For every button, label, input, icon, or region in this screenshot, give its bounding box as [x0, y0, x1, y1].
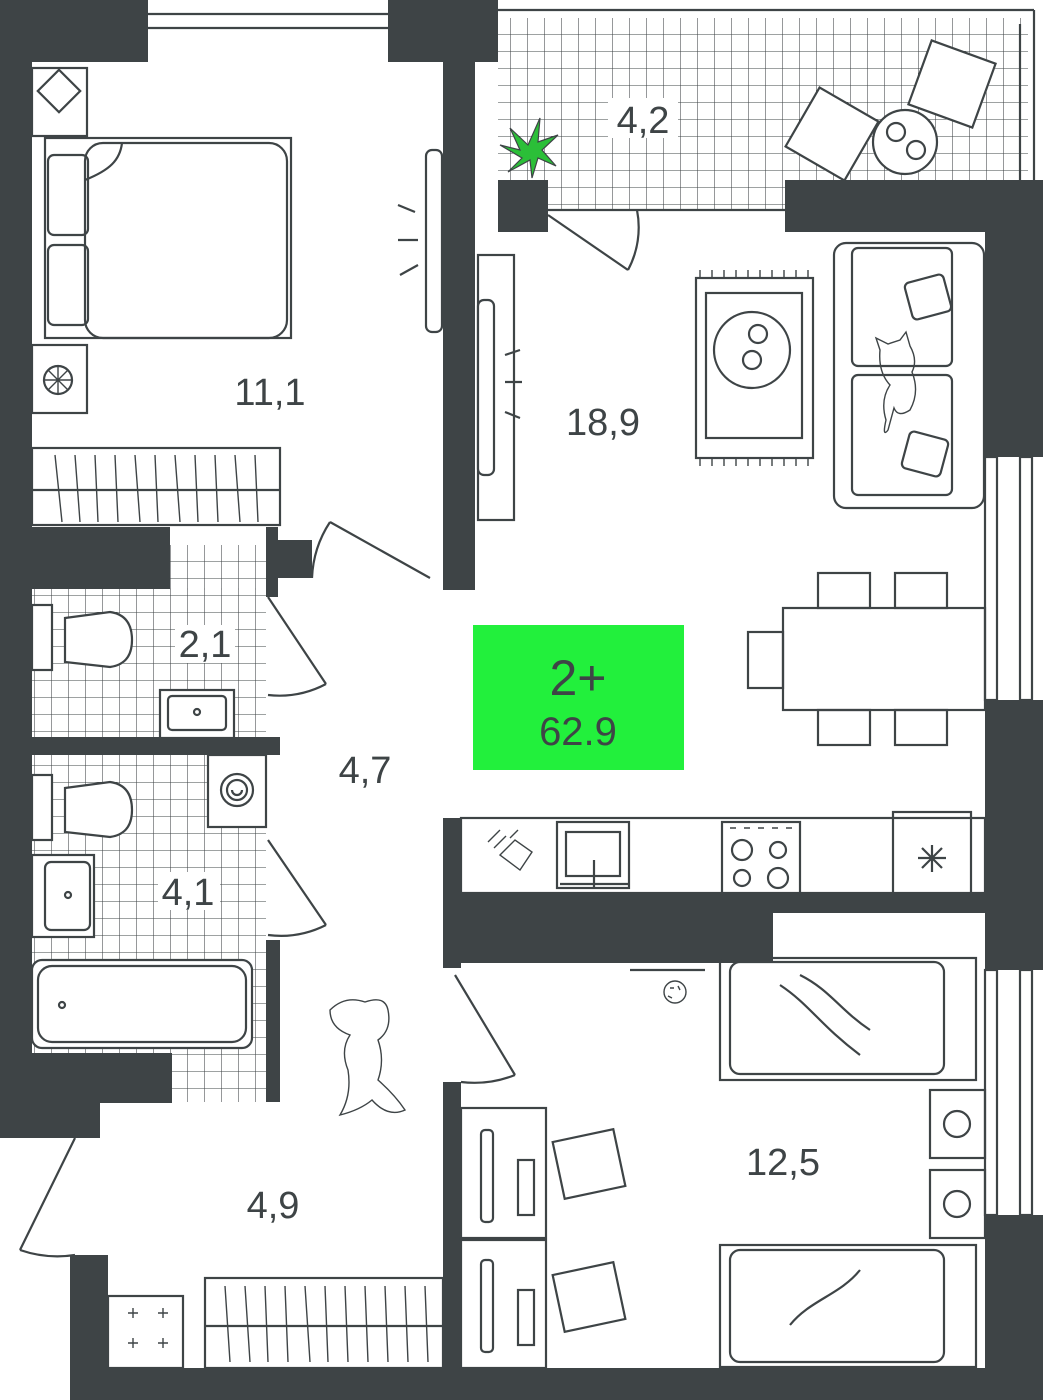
room-area-kids-room: 12,5 [746, 1142, 820, 1184]
palette-icon [663, 980, 687, 1004]
badge-rooms: 2+ [549, 650, 606, 706]
dog-icon [329, 999, 407, 1117]
badge-area: 62.9 [539, 710, 617, 754]
room-area-toilet: 2,1 [179, 624, 232, 666]
room-area-balcony: 4,2 [617, 100, 670, 142]
apartment-badge: 2+ 62.9 [473, 625, 684, 770]
windows [983, 455, 1034, 1217]
room-labels: 11,1 4,2 18,9 2,1 4,7 4,1 4,9 12,5 [158, 98, 820, 1227]
cat-icon [874, 330, 917, 434]
room-area-hall: 4,9 [247, 1185, 300, 1227]
room-area-bedroom: 11,1 [234, 372, 305, 414]
balcony-railing [148, 8, 1036, 212]
knife-board-icon [487, 829, 533, 872]
plant-icon [499, 117, 559, 179]
bathroom-fixtures [30, 603, 268, 1050]
balcony-furniture [499, 39, 997, 182]
room-area-living-kitchen: 18,9 [566, 402, 640, 444]
bedroom-furniture [30, 66, 444, 527]
room-area-corridor: 4,7 [339, 750, 392, 792]
room-area-bathroom: 4,1 [162, 872, 215, 914]
living-furniture [459, 241, 987, 896]
doors [19, 209, 640, 1258]
kids-room-furniture [459, 956, 987, 1370]
badge-background [473, 625, 684, 770]
hall-furniture [106, 999, 445, 1370]
